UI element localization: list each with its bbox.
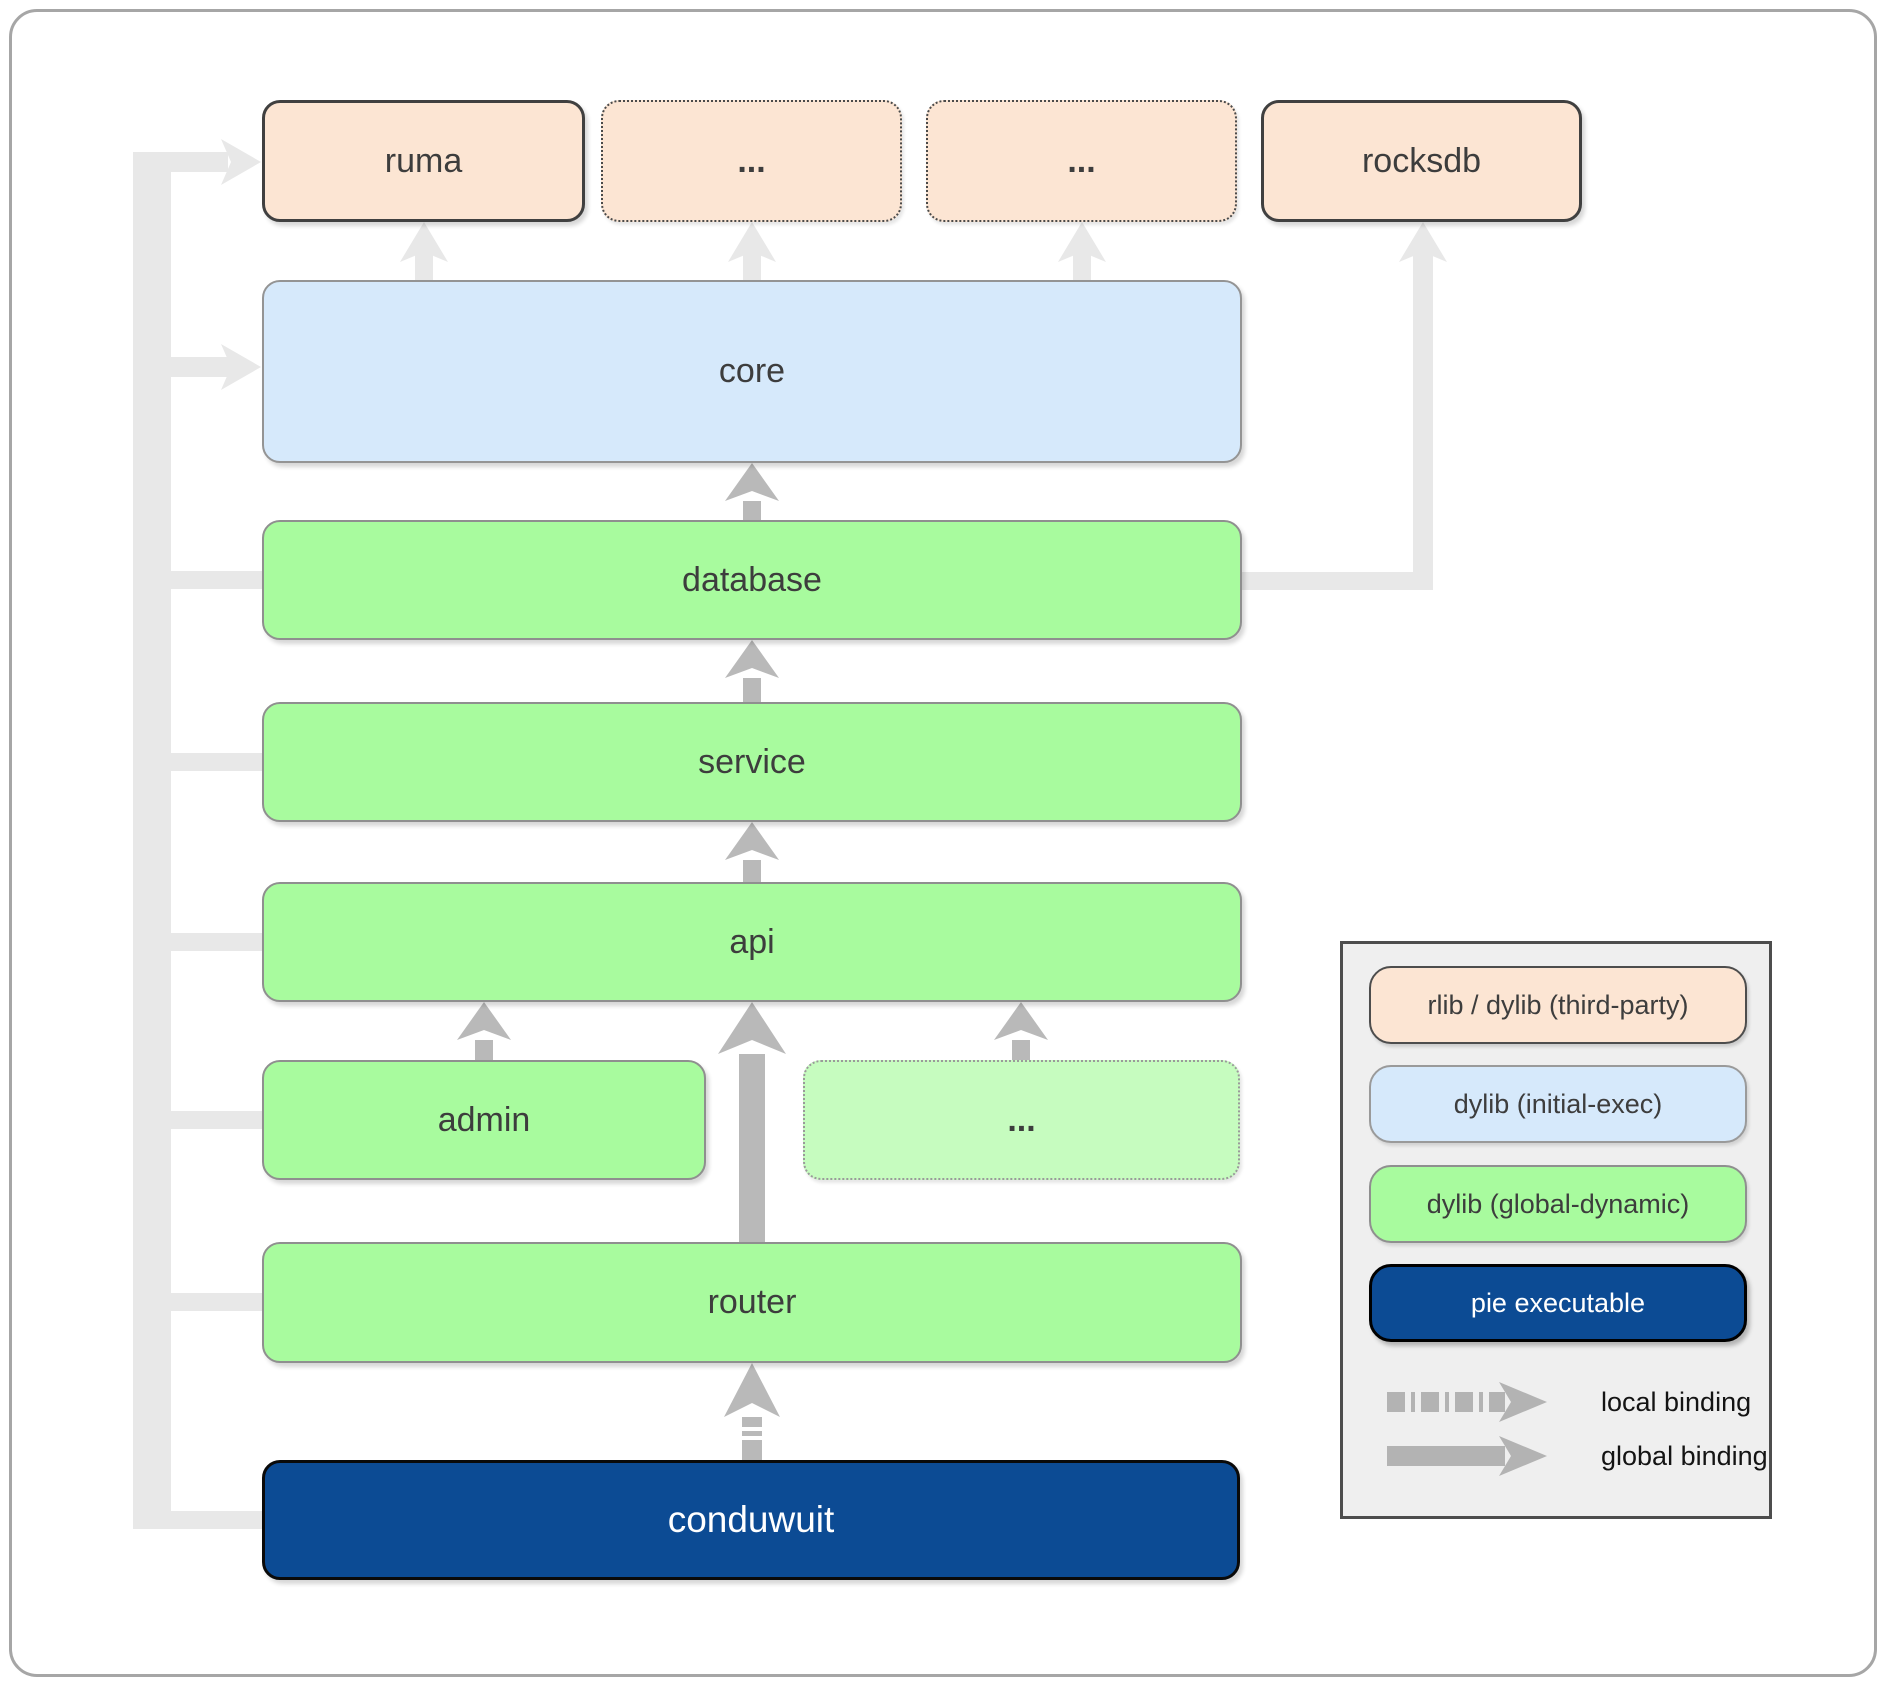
arrow-conduwuit-to-router-local — [724, 1363, 780, 1460]
node-core: core — [262, 280, 1242, 463]
legend-local-binding: local binding — [1387, 1378, 1757, 1426]
local-binding-arrow-icon — [1387, 1382, 1547, 1422]
arrow-api-to-service — [725, 822, 779, 882]
node-database-label: database — [682, 560, 822, 599]
node-api: api — [262, 882, 1242, 1002]
arrow-into-core — [221, 344, 261, 390]
node-conduwuit: conduwuit — [262, 1460, 1240, 1580]
legend-global-binding: global binding — [1387, 1432, 1768, 1480]
node-rocksdb: rocksdb — [1261, 100, 1582, 222]
node-service-label: service — [698, 742, 806, 781]
node-rocksdb-label: rocksdb — [1361, 141, 1482, 180]
node-ruma: ruma — [262, 100, 585, 222]
arrow-service-to-database — [725, 640, 779, 702]
node-conduwuit-label: conduwuit — [667, 1499, 835, 1540]
legend-item-third-party: rlib / dylib (third-party) — [1369, 966, 1747, 1044]
legend-item-label: pie executable — [1470, 1287, 1646, 1318]
node-service: service — [262, 702, 1242, 822]
node-admin: admin — [262, 1060, 706, 1180]
node-database: database — [262, 520, 1242, 640]
legend-item-label: dylib (initial-exec) — [1453, 1088, 1663, 1119]
arrow-admin-to-api — [457, 1002, 511, 1060]
arrow-router-to-api — [718, 1002, 786, 1242]
arrows-core-to-top-row — [400, 222, 1106, 280]
node-ellipsis-label: ... — [737, 141, 766, 180]
node-ellipsis-label: ... — [1067, 141, 1096, 180]
node-router-label: router — [707, 1283, 797, 1321]
legend-item-label: rlib / dylib (third-party) — [1427, 989, 1689, 1020]
arrow-database-to-core — [725, 463, 779, 520]
node-third-party-ellipsis-2: ... — [926, 100, 1237, 222]
local-binding-label: local binding — [1601, 1386, 1752, 1417]
node-ruma-label: ruma — [384, 141, 463, 180]
global-binding-arrow-icon — [1387, 1436, 1547, 1476]
node-ellipsis-label: ... — [1007, 1100, 1036, 1139]
node-dylib-ellipsis: ... — [803, 1060, 1240, 1180]
legend-item-pie-executable: pie executable — [1369, 1264, 1747, 1342]
left-route-lines — [133, 152, 264, 1529]
node-core-label: core — [718, 352, 786, 390]
legend-item-label: dylib (global-dynamic) — [1426, 1188, 1690, 1219]
legend-item-initial-exec: dylib (initial-exec) — [1369, 1065, 1747, 1143]
route-database-to-rocksdb — [1242, 222, 1447, 590]
node-third-party-ellipsis-1: ... — [601, 100, 902, 222]
global-binding-label: global binding — [1601, 1440, 1768, 1471]
arrow-dots-to-api — [994, 1002, 1048, 1060]
node-admin-label: admin — [437, 1100, 531, 1139]
node-api-label: api — [729, 922, 775, 961]
arrow-into-ruma — [221, 139, 261, 185]
legend-item-global-dynamic: dylib (global-dynamic) — [1369, 1165, 1747, 1243]
legend: rlib / dylib (third-party) dylib (initia… — [1340, 941, 1772, 1519]
node-router: router — [262, 1242, 1242, 1363]
